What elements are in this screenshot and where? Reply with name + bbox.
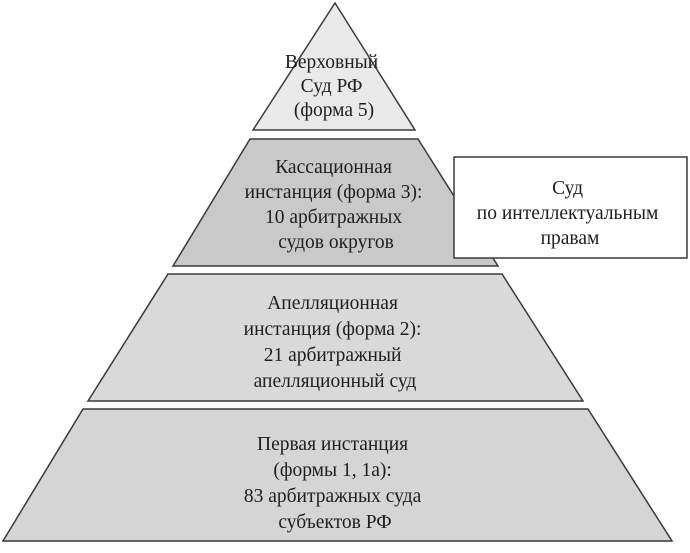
tier-supreme-court-line-1: Верховный (285, 52, 378, 73)
tier-first-instance-shape (1, 408, 674, 542)
tier-cassation-line-1: Кассационная (275, 157, 392, 178)
tier-cassation-shape (171, 138, 500, 267)
tier-first-instance-line-4: субъектов РФ (278, 512, 391, 533)
tier-first-instance-line-1: Первая инстанция (257, 434, 408, 455)
svg-text:Апелляционная инстанция: Апелляционная инстанция (форма 2): 21 ар… (244, 293, 427, 392)
tier-supreme-court-line-2: Суд РФ (301, 76, 363, 97)
tier-appeal: Апелляционная инстанция (форма 2): 21 ар… (86, 273, 585, 402)
tier-cassation-line-4: судов округов (278, 232, 394, 253)
ip-court-line-2: по интеллектуальным (477, 203, 659, 224)
tier-cassation-line-2: инстанция (форма 3): (245, 182, 423, 203)
tier-appeal-line-1: Апелляционная (267, 293, 398, 314)
tier-first-instance-line-2: (формы 1, 1а): (273, 460, 391, 481)
svg-text:Первая инстанция (формы: Первая инстанция (формы 1, 1а): 83 арбит… (244, 434, 426, 533)
tier-cassation: Кассационная инстанция (форма 3): 10 арб… (171, 138, 500, 267)
tier-first-instance: Первая инстанция (формы 1, 1а): 83 арбит… (1, 408, 674, 542)
svg-text:Суд по интеллектуальным: Суд по интеллектуальным правам (477, 178, 663, 249)
tier-supreme-court-shape (251, 1, 417, 131)
ip-court-line-1: Суд (552, 178, 583, 199)
tier-supreme-court-line-3: (форма 5) (294, 100, 374, 121)
tier-cassation-line-3: 10 арбитражных (265, 207, 402, 228)
ip-court-line-3: правам (541, 228, 600, 249)
tier-first-instance-line-3: 83 арбитражных суда (244, 486, 422, 507)
ip-court-box: Суд по интеллектуальным правам (453, 156, 688, 259)
tier-appeal-shape (86, 273, 585, 402)
tier-appeal-line-2: инстанция (форма 2): (244, 319, 422, 340)
svg-text:Кассационная инстанция (: Кассационная инстанция (форма 3): 10 арб… (245, 157, 428, 253)
tier-appeal-line-4: апелляционный суд (254, 371, 417, 392)
svg-text:Верховный Суд РФ (: Верховный Суд РФ (форма 5) (285, 52, 383, 121)
tier-supreme-court: Верховный Суд РФ (форма 5) (251, 1, 417, 131)
ip-court-box-shape (453, 156, 688, 259)
tier-appeal-line-3: 21 арбитражный (264, 345, 402, 366)
